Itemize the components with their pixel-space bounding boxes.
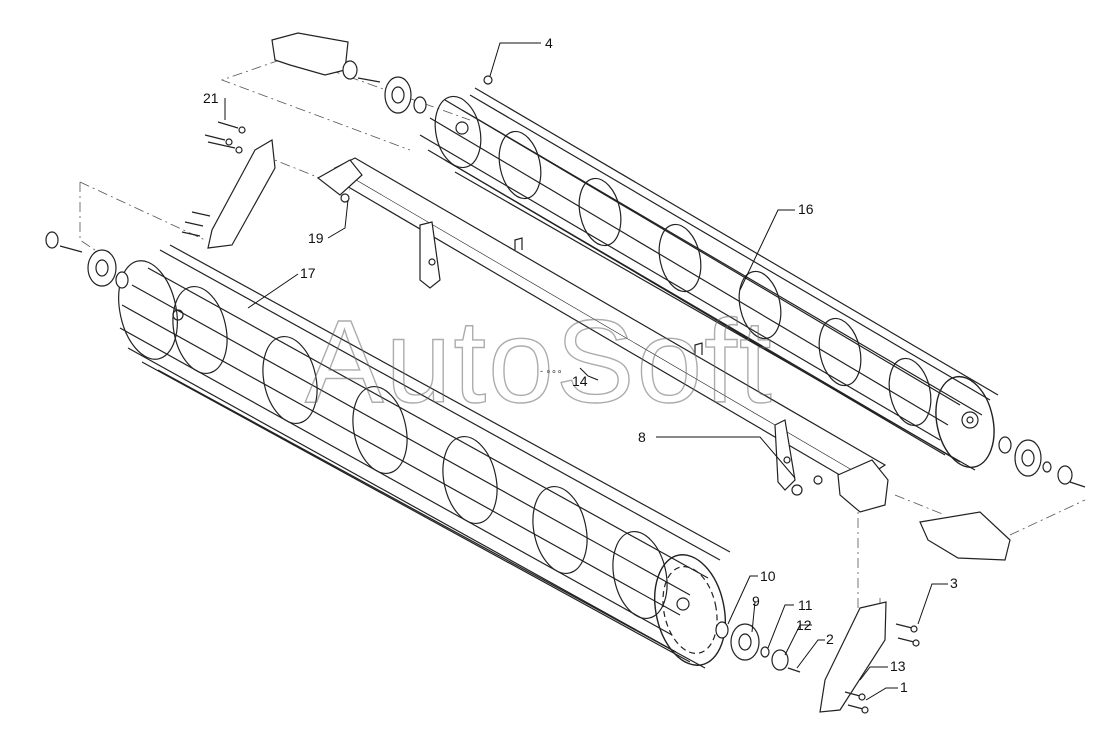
callout-8: 8	[638, 429, 646, 445]
callout-21: 21	[203, 90, 219, 106]
callout-16: 16	[798, 201, 814, 217]
callout-14: 14	[572, 373, 588, 389]
callout-1: 1	[900, 679, 908, 695]
brackets	[207, 32, 1011, 713]
callout-labels: 4 21 19 17 16 14 8 10 9 11 12 2 3 13 1	[203, 35, 958, 695]
callout-10: 10	[760, 568, 776, 584]
upper-roller	[419, 87, 999, 471]
callout-3: 3	[950, 575, 958, 591]
leader-lines	[224, 42, 948, 701]
watermark-text: AutoSoft	[305, 296, 774, 428]
callout-9: 9	[752, 593, 760, 609]
callout-4: 4	[545, 35, 553, 51]
callout-2: 2	[826, 631, 834, 647]
callout-11: 11	[798, 597, 813, 613]
callout-17: 17	[300, 265, 316, 281]
small-mark: - ∘∘∘	[540, 366, 562, 376]
callout-12: 12	[796, 617, 812, 633]
hardware-parts	[45, 60, 1086, 714]
callout-13: 13	[890, 658, 906, 674]
lower-roller	[118, 244, 731, 669]
frame-beam	[316, 157, 889, 513]
callout-19: 19	[308, 230, 324, 246]
